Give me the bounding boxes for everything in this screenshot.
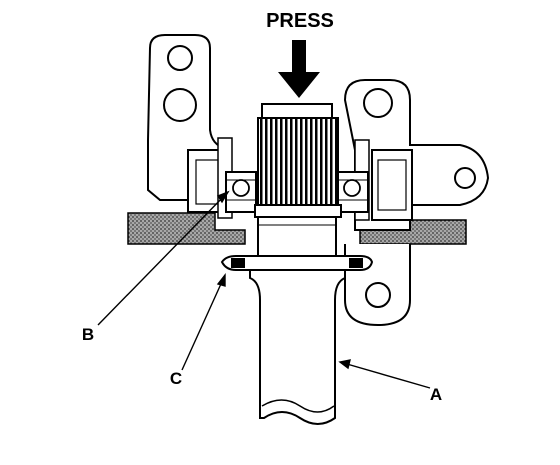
leader-arrow-c	[216, 272, 226, 287]
circlip-c	[220, 255, 374, 271]
knuckle-bolt-hole-lower-right	[365, 282, 391, 308]
hub-driver	[254, 103, 342, 218]
leader-arrow-a	[338, 359, 351, 370]
leader-lines	[97, 190, 431, 389]
press-arrow	[278, 40, 320, 98]
press-tool-a	[249, 216, 346, 425]
knuckle-bolt-hole-lower-left	[163, 88, 197, 122]
bearing-b-left	[225, 171, 257, 213]
leader-arrow-b	[216, 190, 230, 204]
leader-line-b	[97, 191, 229, 326]
knuckle-bolt-hole-upper-right	[363, 88, 393, 118]
leader-line-a	[339, 361, 431, 389]
knuckle-bolt-hole-upper-left	[167, 45, 193, 71]
leader-line-c	[181, 274, 226, 371]
bearing-b-right	[337, 171, 369, 213]
callout-label-c: C	[170, 369, 182, 388]
callout-label-a: A	[430, 385, 442, 404]
knuckle-tie-rod-hole	[454, 167, 476, 189]
press-label: PRESS	[266, 10, 334, 32]
callout-label-b: B	[82, 325, 94, 344]
